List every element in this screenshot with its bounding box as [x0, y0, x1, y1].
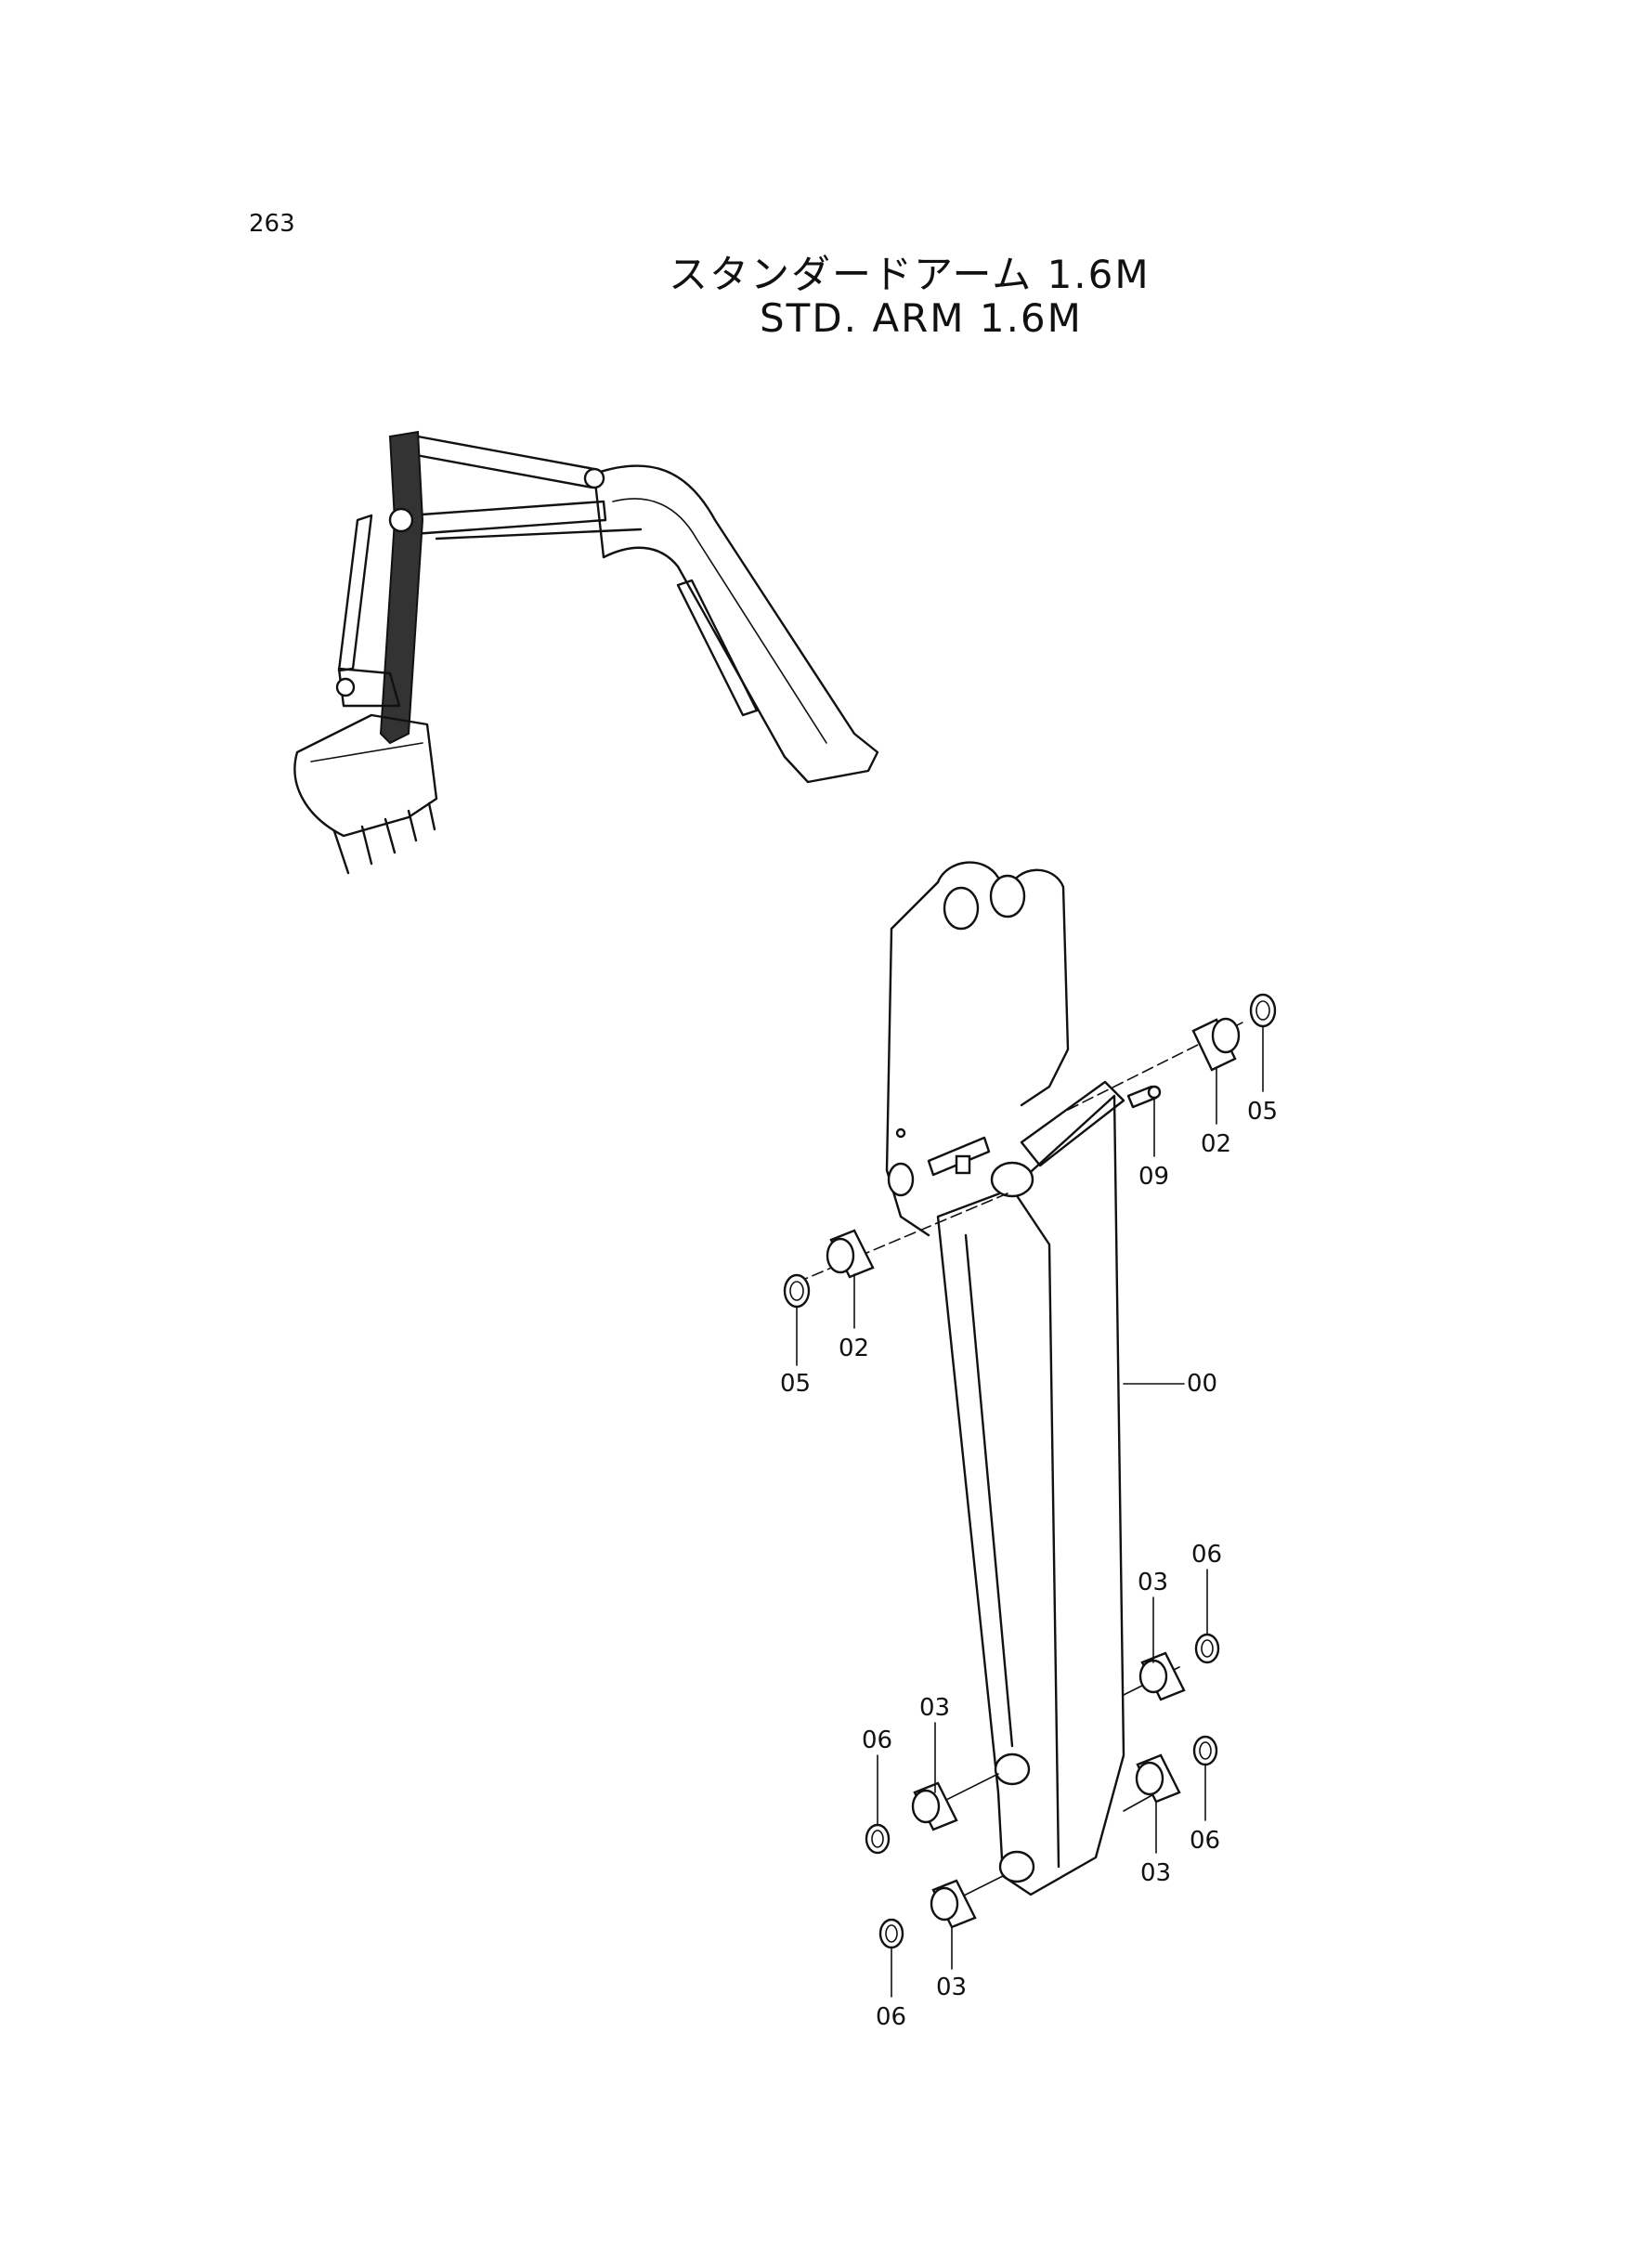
grease-fitting-09 [1126, 1085, 1162, 1109]
callout-05-lower: 05 [780, 1370, 811, 1398]
callout-05-upper: 05 [1247, 1098, 1278, 1126]
excavator-overview-illustration [293, 430, 879, 875]
callout-06-c: 06 [862, 1726, 892, 1754]
callout-02-upper: 02 [1201, 1130, 1231, 1158]
bushing-03-d [930, 1879, 977, 1929]
callout-06-b: 06 [1190, 1827, 1220, 1855]
arm-assembly-00 [885, 861, 1125, 1896]
page-number: 263 [249, 210, 295, 238]
bushing-03-b [1135, 1753, 1181, 1804]
seal-06-a [1194, 1633, 1220, 1664]
callout-06-a: 06 [1191, 1541, 1222, 1569]
seal-06-b [1192, 1735, 1218, 1766]
bushing-02-upper [1191, 1017, 1241, 1072]
seal-06-d [878, 1918, 904, 1949]
bushing-02-lower [826, 1229, 875, 1279]
callout-09: 09 [1138, 1163, 1169, 1191]
callout-03-a: 03 [1138, 1569, 1168, 1596]
callout-03-d: 03 [936, 1974, 967, 2001]
bushing-03-c [911, 1781, 958, 1831]
title-english: STD. ARM 1.6M [760, 295, 1083, 341]
seal-06-c [865, 1823, 891, 1855]
callout-03-c: 03 [919, 1694, 950, 1722]
seal-05-lower [783, 1273, 811, 1309]
callout-06-d: 06 [876, 2003, 906, 2031]
callout-03-b: 03 [1140, 1859, 1171, 1887]
seal-05-upper [1249, 993, 1277, 1028]
callout-00: 00 [1187, 1370, 1217, 1398]
bushing-03-a [1138, 1651, 1186, 1701]
title-japanese: スタンダードアーム 1.6M [669, 252, 1151, 297]
callout-02-lower: 02 [839, 1335, 869, 1362]
